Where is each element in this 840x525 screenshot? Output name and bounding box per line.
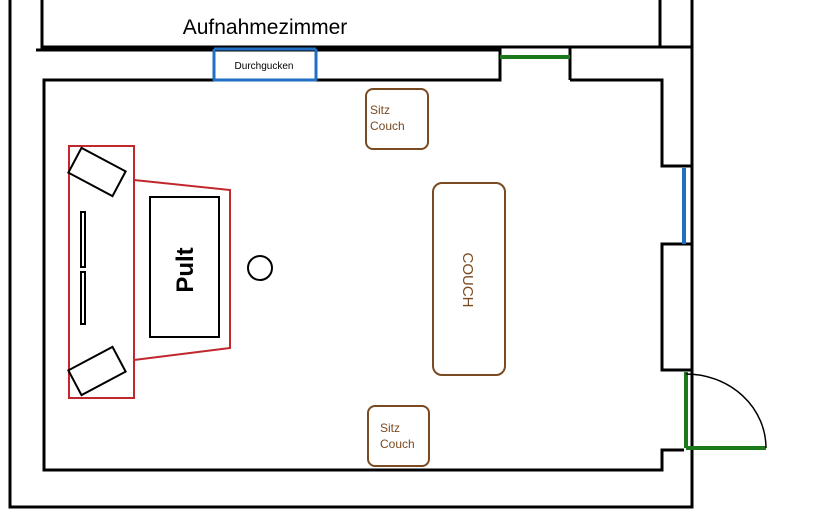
door-swing-arc: [685, 373, 767, 449]
couch: [432, 182, 506, 376]
seat-bottom-line2: Couch: [380, 437, 415, 451]
right-wall-upper: [570, 78, 692, 168]
right-wall-pier: [660, 242, 694, 372]
room-title: Aufnahmezimmer: [183, 16, 348, 39]
seat-top-line1: Sitz: [370, 103, 390, 117]
window-label: Durchgucken: [235, 61, 294, 72]
seat-top-line2: Couch: [370, 119, 405, 133]
seat-couch-top: [365, 88, 429, 150]
speaker-bottom: [67, 345, 127, 397]
seat-couch-bottom: [367, 405, 430, 467]
entrance-door: [684, 372, 767, 450]
walls: [8, 0, 694, 509]
desk-trapezoid: [133, 178, 231, 362]
monitor-bar-1: [80, 211, 86, 268]
desk-label: Pult: [172, 247, 199, 292]
desk-area: [68, 145, 231, 399]
seat-bottom-line1: Sitz: [380, 421, 400, 435]
top-wall-right: [568, 45, 692, 80]
chair: [247, 255, 273, 281]
desk-pult: [149, 196, 220, 338]
recording-room-wall: [40, 0, 662, 49]
monitor-bar-2: [80, 271, 86, 325]
outer-wall: [8, 0, 694, 509]
couch-label: COUCH: [459, 253, 476, 308]
speaker-top: [67, 146, 127, 198]
